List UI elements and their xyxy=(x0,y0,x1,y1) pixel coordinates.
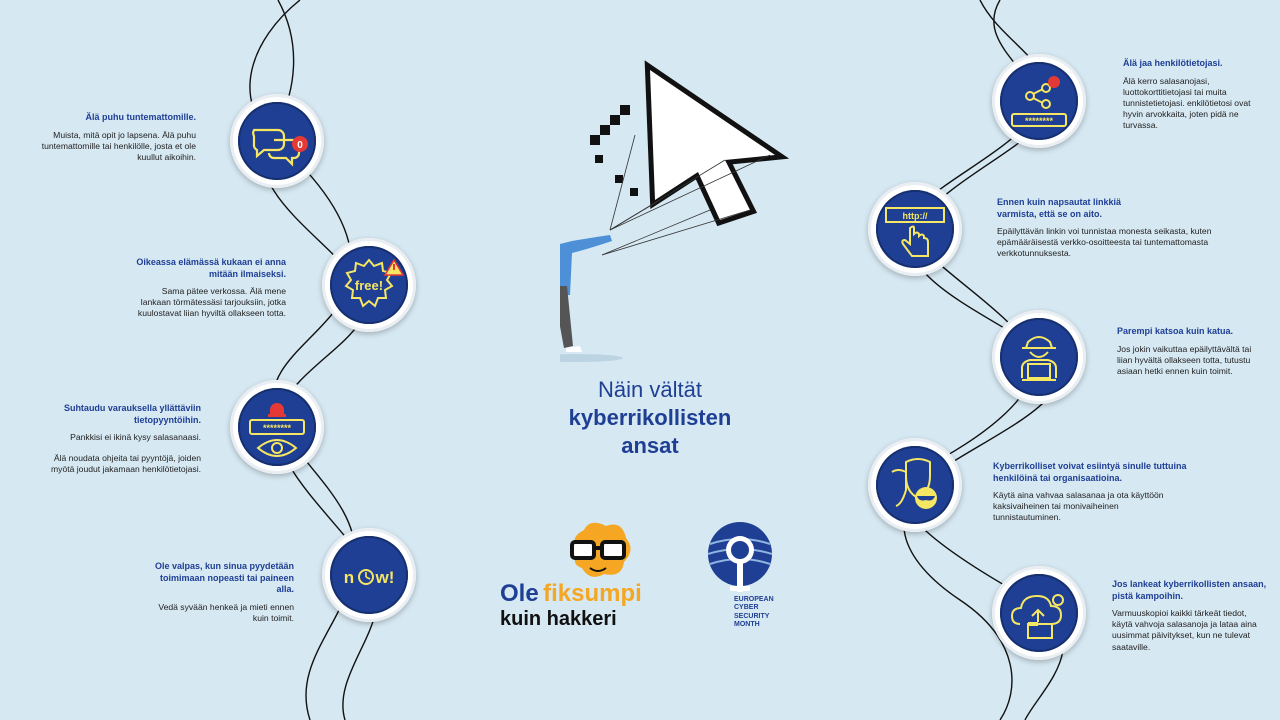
tip-heading: Ennen kuin napsautat linkkiä varmista, e… xyxy=(997,197,1122,219)
tip-body: Sama pätee verkossa. Älä mene lankaan tö… xyxy=(137,286,286,319)
tip-right-2: Ennen kuin napsautat linkkiä varmista, e… xyxy=(997,197,1227,260)
hacker-laptop-icon xyxy=(1021,336,1057,381)
badge-password: ******** xyxy=(230,380,324,474)
badge-chat: 0 xyxy=(230,94,324,188)
tip-heading: Älä jaa henkilötietojasi. xyxy=(1123,58,1223,68)
svg-text:********: ******** xyxy=(263,423,292,433)
svg-text:0: 0 xyxy=(297,140,303,151)
tip-right-3: Parempi katsoa kuin katua. Jos jokin vai… xyxy=(1117,326,1267,377)
svg-text:free!: free! xyxy=(355,278,383,293)
nerd-glasses-icon xyxy=(570,522,631,577)
tip-left-2: Oikeassa elämässä kukaan ei anna mitään … xyxy=(134,257,286,320)
person-icon xyxy=(560,235,612,352)
tip-body: Pankkisi ei ikinä kysy salasanaasi. xyxy=(70,432,201,443)
now-clock-icon: n w! xyxy=(344,568,395,587)
ecsm-line-1: EUROPEAN xyxy=(734,596,774,603)
badge-share: ******** xyxy=(992,54,1086,148)
tip-right-1: Älä jaa henkilötietojasi. Älä kerro sala… xyxy=(1123,58,1263,131)
mask-shield-icon xyxy=(891,458,937,509)
badge-hacker xyxy=(992,310,1086,404)
free-burst-icon: free! xyxy=(344,258,405,308)
tip-body: Älä kerro salasanojasi, luottokorttitiet… xyxy=(1123,75,1251,131)
tip-right-5: Jos lankeat kyberrikollisten ansaan, pis… xyxy=(1112,579,1267,653)
title-line-2: kyberrikollisten xyxy=(568,405,732,430)
tip-body: Käytä aina vahvaa salasanaa ja ota käytt… xyxy=(993,490,1164,523)
ecsm-logo-text: EUROPEAN CYBER SECURITY MONTH xyxy=(734,596,774,630)
tip-heading: Älä puhu tuntemattomille. xyxy=(85,112,196,122)
tip-body: Epäilyttävän linkin voi tunnistaa monest… xyxy=(997,226,1212,259)
tip-body: Varmuuskopioi kaikki tärkeät tiedot, käy… xyxy=(1112,608,1257,652)
tip-body: Jos jokin vaikuttaa epäilyttävältä tai l… xyxy=(1117,343,1252,376)
badge-now: n w! xyxy=(322,528,416,622)
ecsm-line-3: SECURITY xyxy=(734,612,770,620)
tip-heading: Kyberrikolliset voivat esiintyä sinulle … xyxy=(993,461,1187,483)
chat-bubbles-icon: 0 xyxy=(252,128,308,167)
tip-left-1: Älä puhu tuntemattomille. Muista, mitä o… xyxy=(40,112,196,163)
share-password-icon: ******** xyxy=(1011,76,1067,127)
page-title: Näin vältät kyberrikollisten ansat xyxy=(500,376,800,460)
tip-body-2: Älä noudata ohjeita tai pyyntöjä, joiden… xyxy=(50,453,201,475)
badge-free: free! xyxy=(322,238,416,332)
http-click-icon: http:// xyxy=(885,207,945,257)
tip-right-4: Kyberrikolliset voivat esiintyä sinulle … xyxy=(993,461,1233,524)
tip-heading: Jos lankeat kyberrikollisten ansaan, pis… xyxy=(1112,579,1267,601)
badge-http: http:// xyxy=(868,182,962,276)
tip-heading: Oikeassa elämässä kukaan ei anna mitään … xyxy=(136,257,286,279)
tip-heading: Suhtaudu varauksella yllättäviin tietopy… xyxy=(63,403,201,425)
logo-word-fiksumpi: fiksumpi xyxy=(543,580,642,607)
svg-text:w!: w! xyxy=(375,568,395,587)
svg-text:http://: http:// xyxy=(903,211,928,221)
logo-word-kuin: kuin hakkeri xyxy=(500,608,617,630)
tip-body: Muista, mitä opit jo lapsena. Älä puhu t… xyxy=(41,129,196,162)
ecsm-line-4: MONTH xyxy=(734,621,760,629)
password-eye-icon: ******** xyxy=(249,403,305,457)
ole-fiksumpi-logo: Ole fiksumpi kuin hakkeri xyxy=(500,580,642,631)
ecsm-logo-icon xyxy=(707,522,773,592)
logo-word-ole: Ole xyxy=(500,580,539,607)
badge-mask xyxy=(868,438,962,532)
ecsm-line-2: CYBER xyxy=(734,604,759,612)
cursor-kite-icon xyxy=(560,60,790,362)
tip-left-4: Ole valpas, kun sinua pyydetään toimimaa… xyxy=(150,561,294,624)
tip-left-3: Suhtaudu varauksella yllättäviin tietopy… xyxy=(46,403,201,476)
badge-backup xyxy=(992,566,1086,660)
tip-heading: Parempi katsoa kuin katua. xyxy=(1117,326,1234,336)
title-line-1: Näin vältät xyxy=(598,377,702,402)
cloud-backup-icon xyxy=(1010,594,1064,639)
tip-body: Vedä syvään henkeä ja mieti ennen kuin t… xyxy=(158,601,294,623)
svg-text:n: n xyxy=(344,568,354,587)
svg-text:********: ******** xyxy=(1025,116,1054,126)
title-line-3: ansat xyxy=(621,433,679,458)
tip-heading: Ole valpas, kun sinua pyydetään toimimaa… xyxy=(154,561,294,595)
